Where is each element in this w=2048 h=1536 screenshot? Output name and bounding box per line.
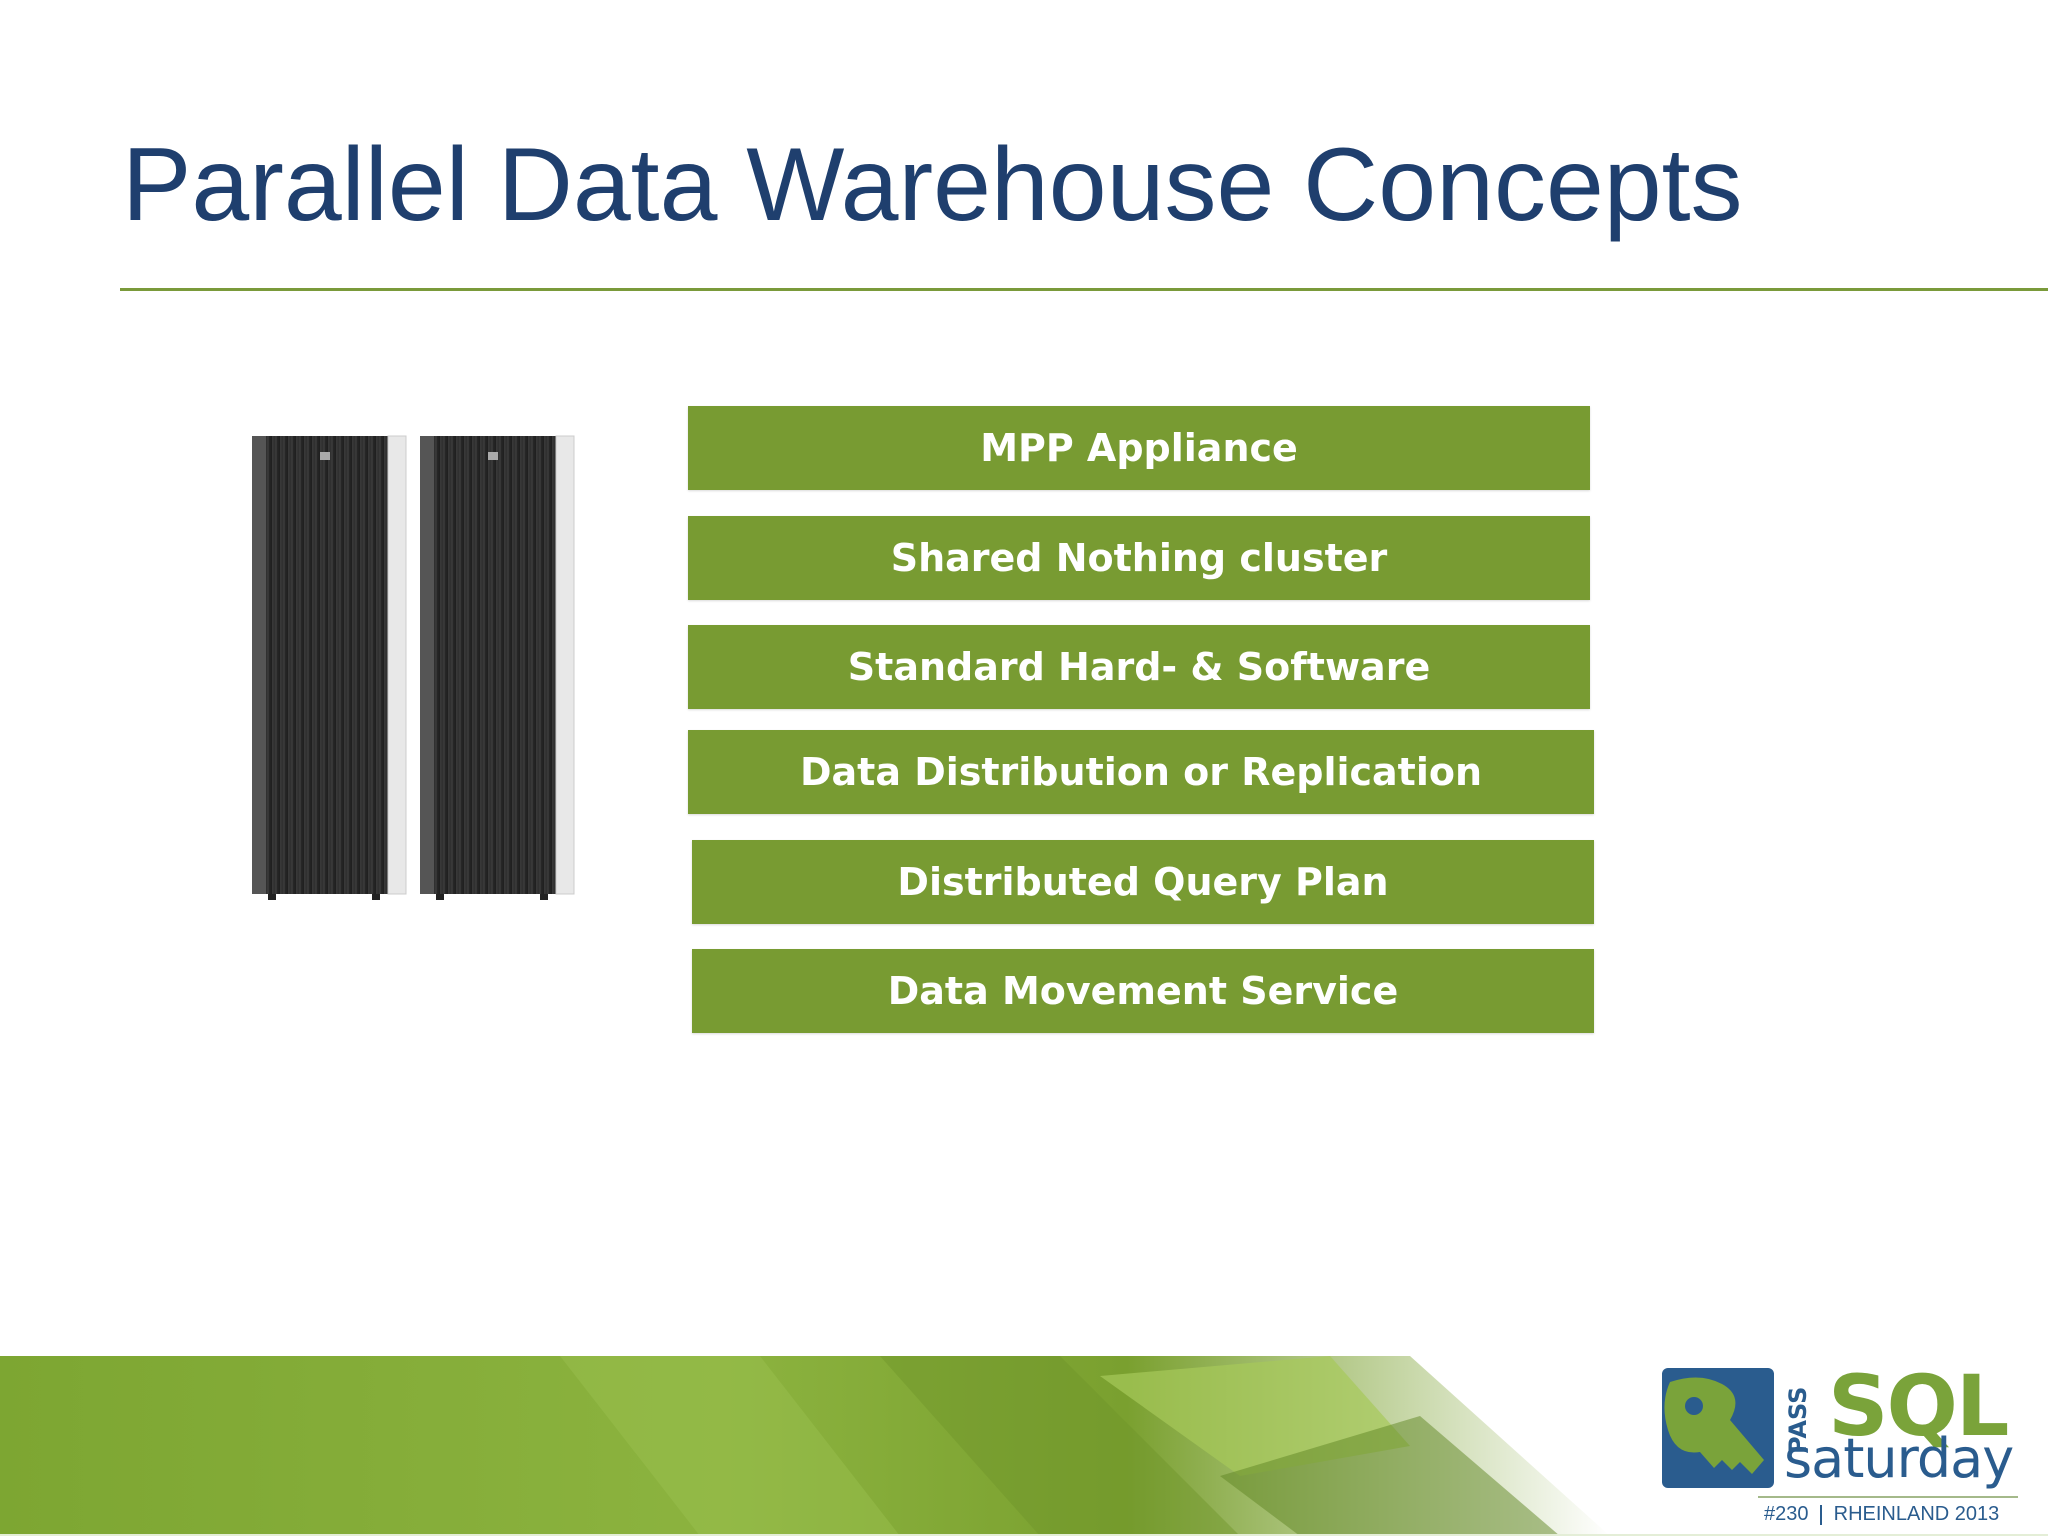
event-separator: [1820, 1504, 1823, 1525]
event-number: #230: [1764, 1503, 1809, 1525]
concept-box: Data Movement Service: [692, 949, 1594, 1033]
logo-saturday-text: saturday: [1784, 1427, 2014, 1490]
footer-band: [0, 1356, 2048, 1536]
server-rack-icon: [248, 432, 588, 902]
key-logo-icon: [1662, 1368, 1774, 1488]
concept-box: Distributed Query Plan: [692, 840, 1594, 924]
title-divider: [120, 288, 2048, 291]
sql-saturday-logo: PASS SQL saturday #230 RHEINLAND 2013: [1660, 1364, 2020, 1530]
event-location: RHEINLAND 2013: [1833, 1503, 2000, 1525]
logo-sql-text: SQL: [1828, 1357, 2009, 1455]
concept-box: Shared Nothing cluster: [688, 516, 1590, 600]
logo-divider: [1758, 1496, 2018, 1498]
logo-event-line: #230 RHEINLAND 2013: [1764, 1504, 1999, 1525]
concept-box: Standard Hard- & Software: [688, 625, 1590, 709]
concept-box: Data Distribution or Replication: [688, 730, 1594, 814]
concept-box: MPP Appliance: [688, 406, 1590, 490]
slide-title: Parallel Data Warehouse Concepts: [122, 127, 1743, 243]
